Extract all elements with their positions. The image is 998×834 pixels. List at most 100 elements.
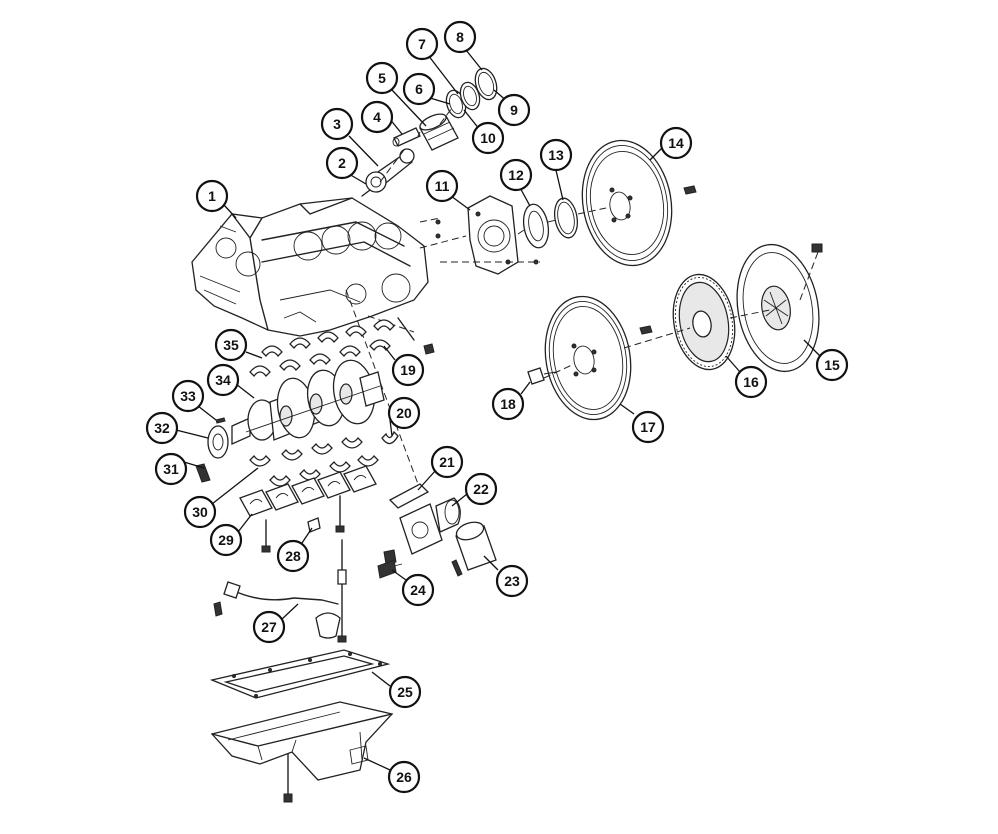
crankshaft xyxy=(231,359,385,446)
callout-9: 9 xyxy=(497,93,531,127)
callout-26: 26 xyxy=(387,760,421,794)
callout-label: 30 xyxy=(192,504,208,520)
callout-label: 22 xyxy=(473,481,489,497)
piston xyxy=(419,113,459,151)
oil-pressure-sensor xyxy=(377,559,403,579)
connecting-rod xyxy=(361,148,415,197)
callout-label: 35 xyxy=(223,337,239,353)
oil-pan-gasket xyxy=(209,649,391,699)
callout-12: 12 xyxy=(499,158,533,192)
callout-27: 27 xyxy=(252,610,286,644)
oil-pump xyxy=(383,497,463,577)
callout-16: 16 xyxy=(734,365,768,399)
clutch-disc xyxy=(672,273,736,371)
callout-label: 1 xyxy=(208,188,216,204)
piston-pin xyxy=(392,127,421,147)
callout-label: 31 xyxy=(163,461,179,477)
callout-label: 3 xyxy=(333,116,341,132)
callout-label: 2 xyxy=(338,155,346,171)
callout-label: 9 xyxy=(510,102,518,118)
callout-label: 12 xyxy=(508,167,524,183)
callout-label: 5 xyxy=(378,70,386,86)
callout-label: 23 xyxy=(504,573,520,589)
callout-3: 3 xyxy=(320,107,354,141)
callout-label: 14 xyxy=(668,135,684,151)
callout-6: 6 xyxy=(402,72,436,106)
callout-label: 21 xyxy=(439,454,455,470)
callout-30: 30 xyxy=(183,495,217,529)
main-cap-bolts xyxy=(261,495,345,553)
callout-label: 34 xyxy=(215,372,231,388)
callout-label: 10 xyxy=(480,130,496,146)
callout-29: 29 xyxy=(209,523,243,557)
callout-35: 35 xyxy=(214,328,248,362)
main-bearings-lower xyxy=(249,430,399,487)
callout-label: 19 xyxy=(400,362,416,378)
callout-33: 33 xyxy=(171,379,205,413)
callout-11: 11 xyxy=(425,169,459,203)
callout-8: 8 xyxy=(443,20,477,54)
oil-pump-gasket xyxy=(388,483,430,509)
callout-32: 32 xyxy=(145,411,179,445)
callout-31: 31 xyxy=(154,452,188,486)
callout-7: 7 xyxy=(405,27,439,61)
callout-label: 33 xyxy=(180,388,196,404)
callout-22: 22 xyxy=(464,472,498,506)
callout-label: 32 xyxy=(154,420,170,436)
callout-label: 26 xyxy=(396,769,412,785)
oil-filter xyxy=(455,521,497,571)
crank-bolt xyxy=(195,463,211,483)
engine-block xyxy=(191,197,429,337)
callout-label: 27 xyxy=(261,619,277,635)
leader-lines xyxy=(175,44,821,771)
callout-label: 11 xyxy=(435,178,450,194)
callout-24: 24 xyxy=(401,573,435,607)
callout-label: 16 xyxy=(743,374,759,390)
callout-label: 13 xyxy=(548,147,564,163)
callout-1: 1 xyxy=(195,179,229,213)
rear-seal xyxy=(522,203,550,249)
block-fasteners xyxy=(397,219,539,355)
callout-28: 28 xyxy=(276,539,310,573)
callout-label: 20 xyxy=(396,405,412,421)
callout-21: 21 xyxy=(430,445,464,479)
flywheel xyxy=(581,139,697,267)
callout-34: 34 xyxy=(206,363,240,397)
callout-label: 18 xyxy=(500,396,516,412)
oil-pickup-tube xyxy=(213,539,347,643)
callout-23: 23 xyxy=(495,564,529,598)
crankshaft-key xyxy=(215,417,226,424)
callout-25: 25 xyxy=(388,675,422,709)
pressure-plate xyxy=(736,243,823,373)
callout-label: 29 xyxy=(218,532,234,548)
callout-label: 6 xyxy=(415,81,423,97)
callout-label: 17 xyxy=(640,419,656,435)
callout-10: 10 xyxy=(471,121,505,155)
callout-label: 25 xyxy=(397,684,413,700)
callout-label: 7 xyxy=(418,36,426,52)
callout-14: 14 xyxy=(659,126,693,160)
main-bearing-caps xyxy=(239,465,377,517)
callout-label: 28 xyxy=(285,548,301,564)
callout-18: 18 xyxy=(491,387,525,421)
callout-5: 5 xyxy=(365,61,399,95)
callout-20: 20 xyxy=(387,396,421,430)
oil-pan xyxy=(210,701,394,803)
callout-label: 24 xyxy=(410,582,426,598)
crank-sprocket xyxy=(207,425,229,459)
flexplate-bolt xyxy=(527,367,557,385)
callout-17: 17 xyxy=(631,410,665,444)
callout-label: 4 xyxy=(373,109,381,125)
rear-gasket xyxy=(553,197,579,239)
piston-rings xyxy=(445,67,498,119)
callout-2: 2 xyxy=(325,146,359,180)
callout-label: 15 xyxy=(824,357,840,373)
callout-15: 15 xyxy=(815,348,849,382)
callout-4: 4 xyxy=(360,100,394,134)
flexplate xyxy=(544,295,653,421)
callout-label: 8 xyxy=(456,29,464,45)
callout-19: 19 xyxy=(391,353,425,387)
callout-13: 13 xyxy=(539,138,573,172)
